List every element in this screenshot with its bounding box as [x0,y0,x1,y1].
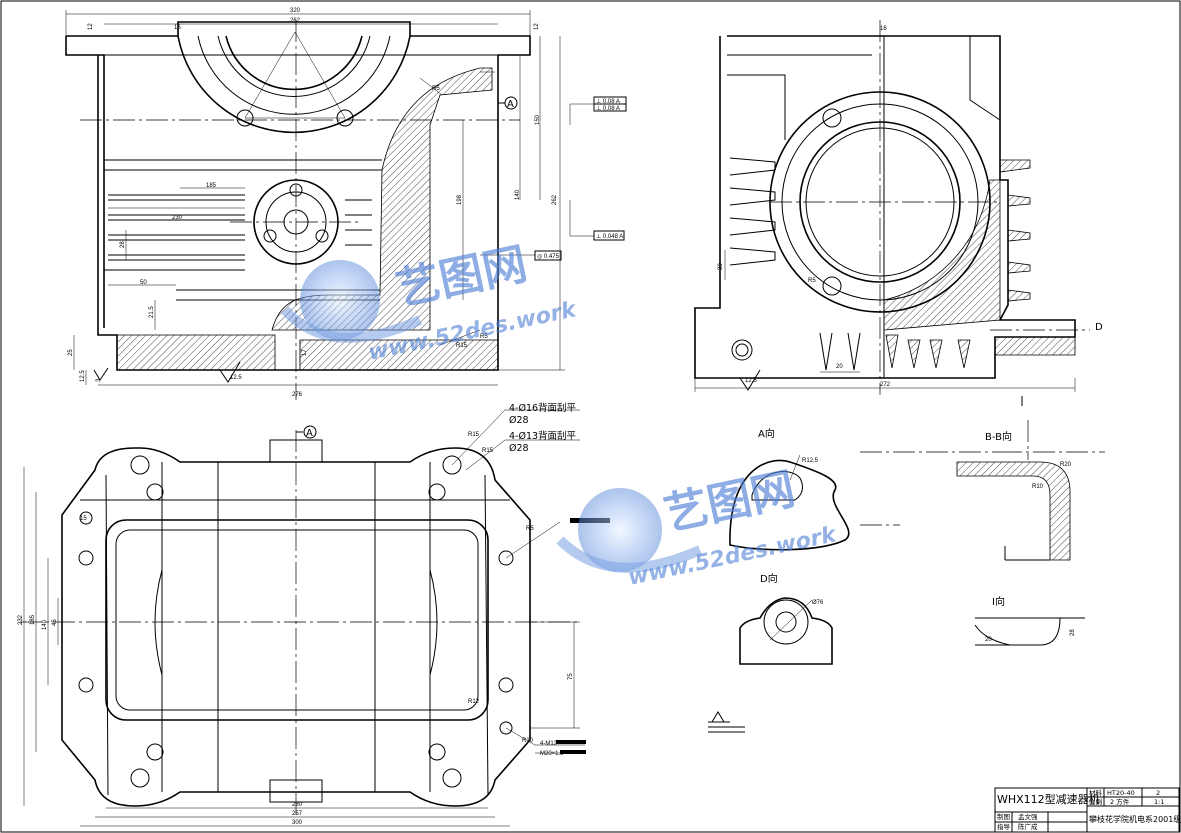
tb-sheet: 2 [1156,789,1160,797]
plan-dim-edge: 15 [80,516,87,522]
plan-thread: 4-M12 [540,741,558,747]
dim-height-upper: 150 [535,114,541,125]
tb-checked-label: 指导 [997,822,1011,831]
gdt-frame-3: ◎ 0.475 [537,254,560,260]
plan-dim-w2: 257 [292,811,303,817]
side-dim-bottom: 20 [836,364,843,370]
watermark-2: 艺图网 www.52des.work [556,463,840,591]
plan-dim-h2: 140 [42,619,48,630]
tb-sheet-of: 2 方件 [1110,797,1130,806]
plan-dim-w1: 280 [292,802,303,808]
dim-gap-top: 16 [174,25,181,31]
dim-foot-b: 3 [96,378,102,382]
dim-top-left: 12 [88,23,94,30]
section-d-label: D [1095,322,1103,333]
dim-chamfer: R5 [480,334,488,340]
side-dim-fin: 30 [718,263,724,270]
plan-dim-w3: 300 [292,820,303,826]
dim-radius: R15 [456,343,468,349]
detail-bb-view: B-B向 R20 R10 [956,420,1105,561]
title-block: WHX112型减速器机 材料 HT20-40 比例 2 方件 2 1:1 制图 … [994,787,1181,833]
view-title-i: I向 [992,595,1005,608]
view-title-a: A向 [758,427,775,440]
plan-thread-2: M20×1.5 [540,751,564,757]
plan-dim-h3: 75 [568,673,574,680]
view-title-bb: B-B向 [985,430,1012,443]
i-view-dim-1: 20 [985,637,992,643]
datum-a-front: A [507,99,514,110]
dim-slot: 50 [140,280,147,286]
i-view-dim-2: 28 [1070,629,1076,636]
plan-dim-r2: R15 [482,448,494,454]
dim-flange-left: 25 [68,349,74,356]
plan-dim-r4: R12 [468,699,480,705]
gdt-frame-1: ⊥ 0.08 A [596,98,620,105]
note-hole-13: 4-Ø13背面刮平 [509,430,577,442]
tb-drawn-label: 制图 [997,812,1010,821]
tb-scale-label: 比例 [1089,797,1102,806]
dim-lip: 17 [302,349,308,356]
side-dim-top: 16 [880,26,887,32]
gdt-frame-1b: ⊥ 0.08 A [596,105,620,112]
plan-view: A 4-Ø16背面刮平 Ø28 4-Ø13背面刮平 Ø28 232 185 14… [18,402,610,827]
plan-thread-bar-2 [560,750,586,754]
plan-dim-h4: 45 [52,619,58,626]
dim-height-mid: 140 [515,189,521,200]
tb-drawn: 孟文强 [1018,812,1038,821]
plan-dim-r3: R5 [526,526,534,532]
plan-thread-bar [556,740,586,744]
side-view: 16 30 R5 20 272 12.5 D [694,20,1103,406]
dim-radius2: R5 [432,86,440,92]
dim-inner-height: 198 [457,194,463,205]
tb-name: WHX112型减速器机 [997,792,1100,806]
dim-base-width: 276 [292,392,303,398]
side-dim-radius: R5 [808,278,816,284]
bb-view-dim-1: R20 [1060,462,1072,468]
side-fins-left [729,157,776,266]
note-hole-13-dia: Ø28 [509,443,529,454]
dim-fin2: 230 [172,215,183,221]
tb-material: HT20-40 [1107,789,1135,797]
bolt-holes [78,455,514,788]
d-view-dim: Ø76 [812,600,824,606]
plan-dim-r5: R10 [522,738,534,744]
a-view-dim: R12.5 [802,458,819,464]
tb-scale: 1:1 [1154,798,1164,806]
datum-a-plan: A [306,428,313,439]
tb-school: 攀枝花学院机电系2001级 [1089,814,1181,824]
dim-fin3: 28 [120,241,126,248]
dim-overall-width: 320 [290,8,301,14]
dim-web: 21.5 [149,306,155,318]
roughness-front: 12.5 [230,375,242,381]
dim-top-right: 12 [534,23,540,30]
dim-height-total: 262 [552,194,558,205]
detail-a-view: A向 R12.5 [729,427,1000,551]
plan-dim-height: 232 [18,614,24,625]
gdt-frame-2: ⊥ 0.048 A [596,233,623,240]
plan-dim-h1: 185 [30,614,36,625]
tb-checked: 陈广成 [1018,822,1038,831]
tb-material-label: 材料 [1089,788,1103,797]
dim-fin1: 185 [206,183,217,189]
side-roughness: 12.5 [745,378,757,384]
detail-i-view: I向 20 28 [974,595,1085,646]
bb-view-dim-2: R10 [1032,484,1044,490]
note-hole-16: 4-Ø16背面刮平 [509,402,577,414]
dim-foot-a: 12.5 [80,370,86,382]
roughness-legend [708,711,745,733]
detail-d-view: D向 Ø76 [739,572,833,665]
note-hole-16-dia: Ø28 [509,415,529,426]
view-title-d: D向 [760,572,778,585]
dim-inner-width: 262 [290,18,301,24]
plan-dim-r1: R15 [468,432,480,438]
side-dim-overall: 272 [880,382,891,388]
